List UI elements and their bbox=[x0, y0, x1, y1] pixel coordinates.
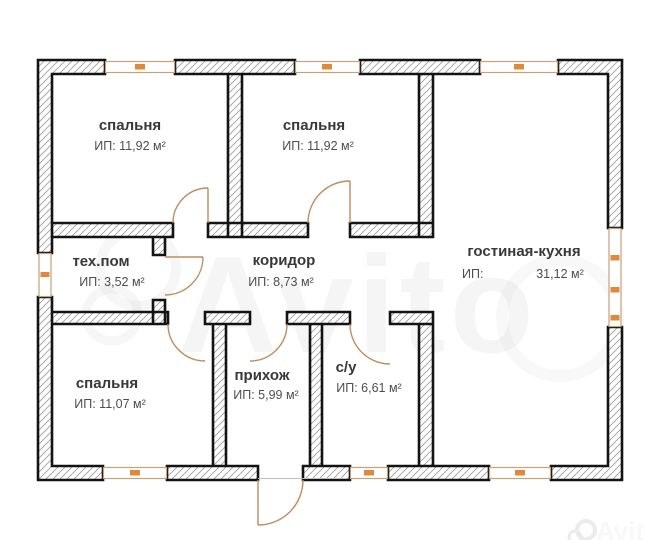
window-mullion bbox=[130, 470, 140, 476]
room-label-living-kitchen: гостиная-кухня bbox=[467, 243, 580, 260]
room-area-corridor: ИП: 8,73 м² bbox=[248, 275, 313, 289]
windows bbox=[38, 60, 622, 480]
room-label-bathroom: с/у bbox=[336, 359, 358, 376]
room-area-bathroom: ИП: 6,61 м² bbox=[336, 381, 401, 395]
room-label-bedroom-top-left: спальня bbox=[99, 117, 161, 134]
window-mullion bbox=[514, 64, 524, 70]
window-mullion bbox=[610, 287, 620, 293]
room-labels: спальня ИП: 11,92 м² спальня ИП: 11,92 м… bbox=[72, 117, 583, 411]
room-area-value-living-kitchen: 31,12 м² bbox=[536, 267, 584, 281]
room-label-bedroom-bottom: спальня bbox=[76, 375, 138, 392]
window-living-right bbox=[608, 227, 622, 328]
room-area-bedroom-top-mid: ИП: 11,92 м² bbox=[282, 139, 354, 153]
watermark-text-large: Avito bbox=[178, 228, 538, 382]
room-area-tech-room: ИП: 3,52 м² bbox=[79, 275, 144, 289]
watermark-small-group: Avito bbox=[567, 516, 645, 540]
room-area-prefix-living-kitchen: ИП: bbox=[462, 267, 483, 281]
watermark-text-small: Avito bbox=[596, 516, 645, 540]
room-label-corridor: коридор bbox=[253, 252, 316, 269]
window-mullion bbox=[135, 64, 145, 70]
doors bbox=[164, 180, 391, 526]
window-mullion bbox=[515, 470, 525, 476]
door-arc-bathroom bbox=[349, 323, 391, 365]
window-mullion bbox=[322, 64, 332, 70]
room-label-hallway: прихож bbox=[234, 367, 289, 384]
door-arc-tech-room bbox=[164, 256, 204, 296]
room-area-hallway: ИП: 5,99 м² bbox=[233, 388, 298, 402]
room-area-bedroom-bottom: ИП: 11,07 м² bbox=[74, 397, 146, 411]
window-mullion bbox=[610, 315, 620, 321]
window-mullion bbox=[40, 272, 50, 277]
door-arc-bedroom-bottom bbox=[167, 323, 206, 362]
door-arc-bedroom-top-mid bbox=[307, 180, 351, 224]
room-label-bedroom-top-mid: спальня bbox=[283, 117, 345, 134]
room-label-tech-room: тех.пом bbox=[72, 253, 129, 270]
window-mullion bbox=[364, 470, 374, 476]
window-mullion bbox=[610, 255, 620, 261]
watermark-layer: Avito Avito bbox=[81, 225, 645, 540]
door-arc-hallway bbox=[249, 323, 288, 362]
door-arc-bedroom-top-left bbox=[172, 187, 209, 224]
door-arc-entrance bbox=[257, 479, 304, 526]
watermark-logo-circle bbox=[567, 529, 583, 540]
room-area-bedroom-top-left: ИП: 11,92 м² bbox=[94, 139, 166, 153]
